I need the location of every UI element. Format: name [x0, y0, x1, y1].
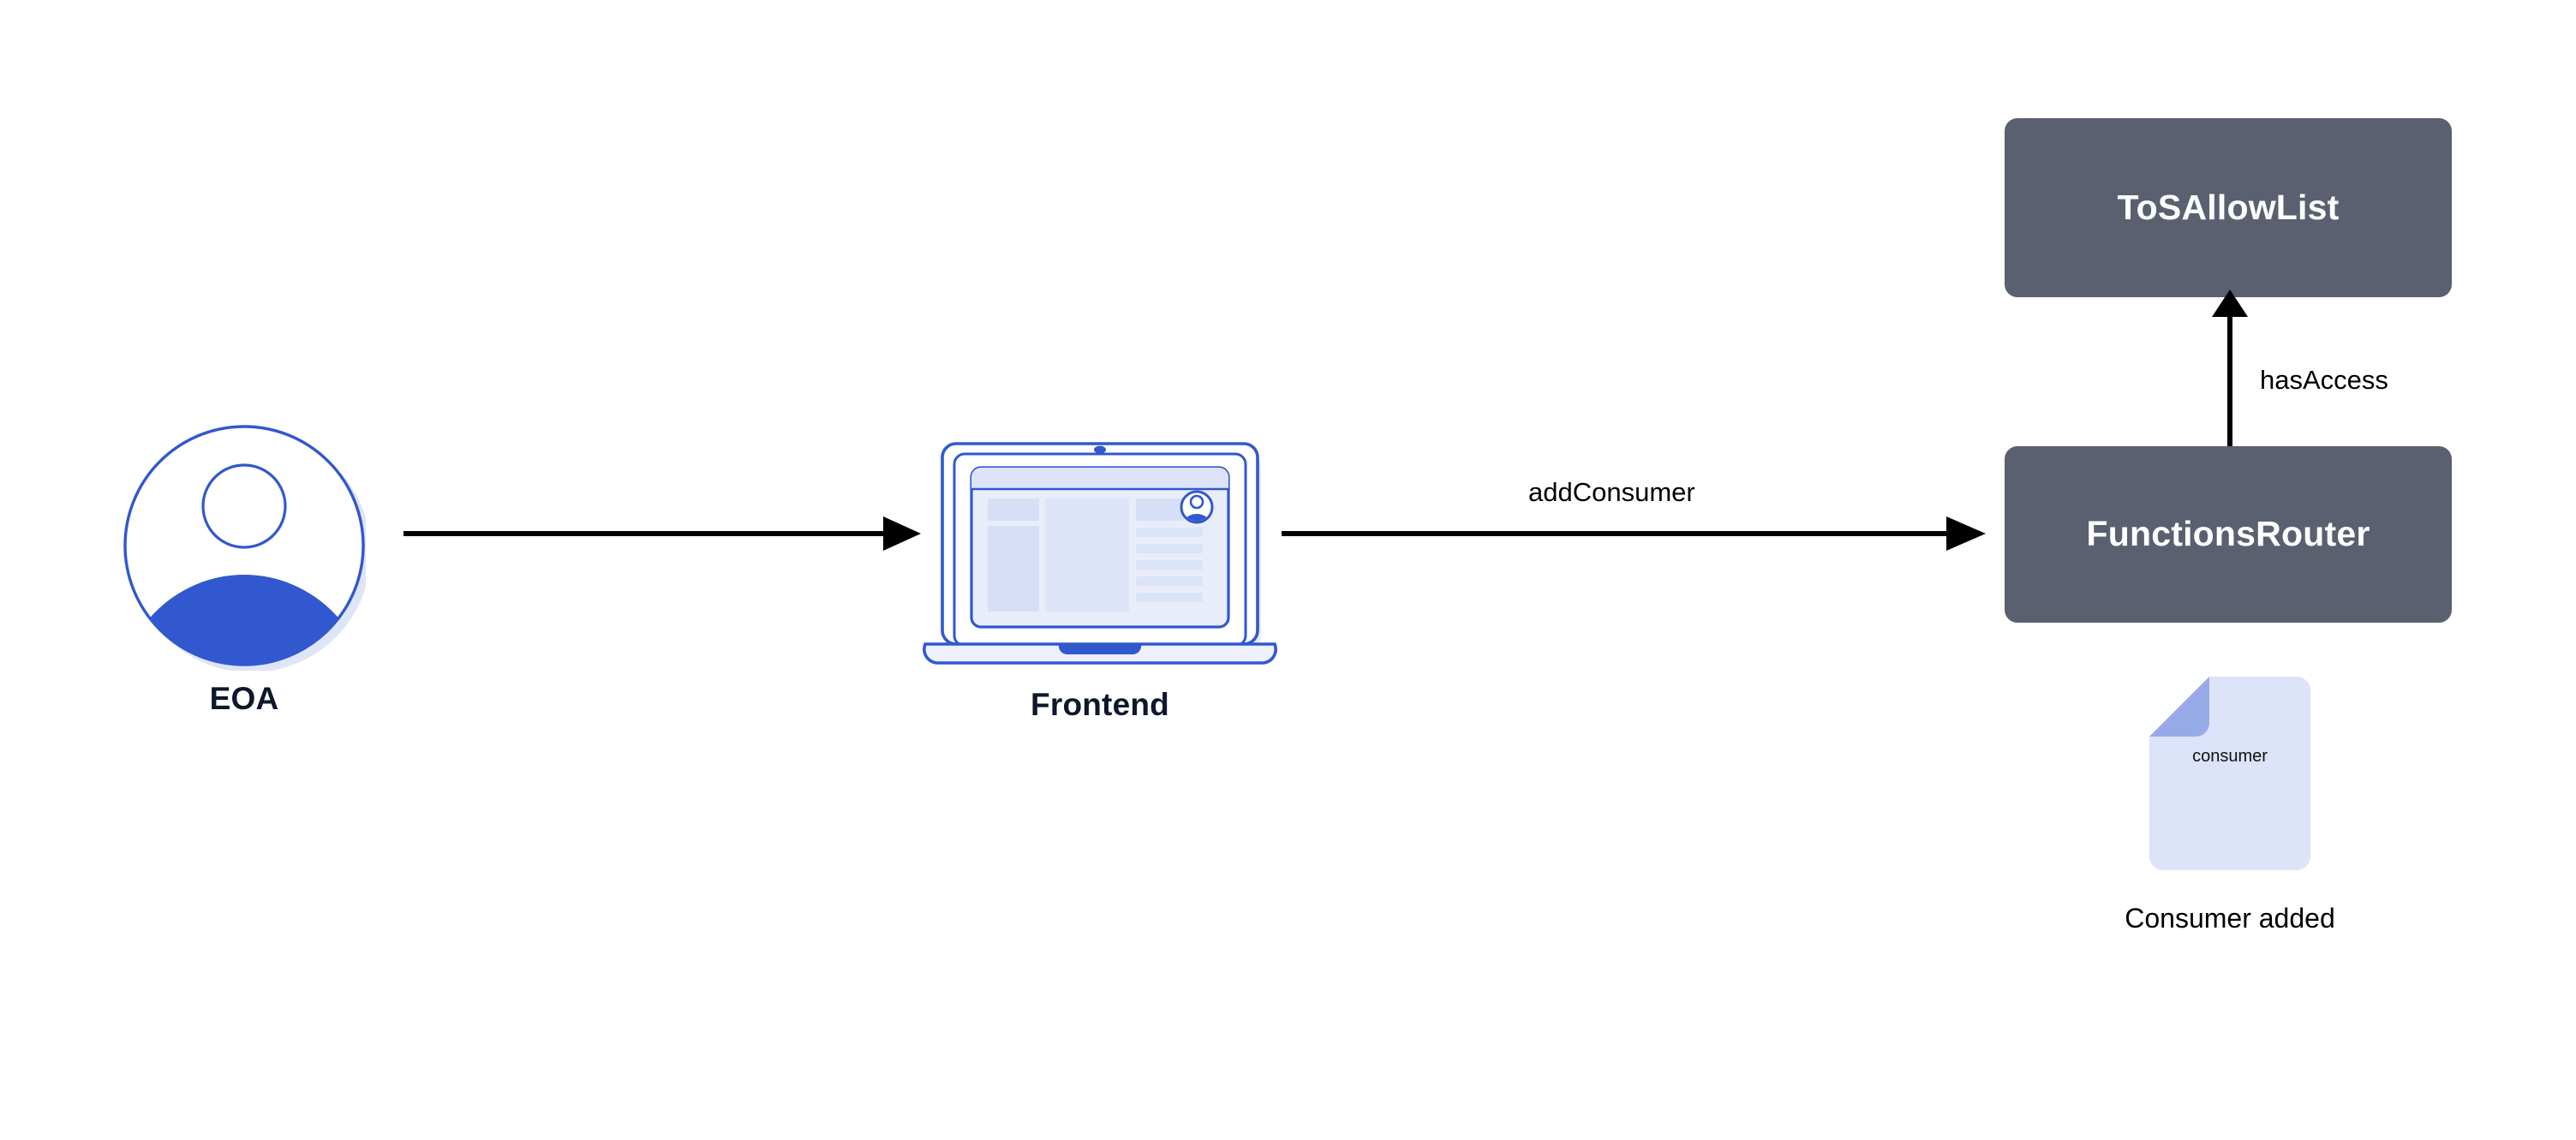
- arrow-frontend-to-router: [1282, 516, 1986, 551]
- node-eoa-label: EOA: [209, 681, 279, 716]
- arrow-router-to-allowlist: [2212, 289, 2248, 449]
- node-functions-router[interactable]: FunctionsRouter: [2005, 446, 2452, 623]
- node-frontend-label: Frontend: [1031, 687, 1169, 722]
- node-tos-allowlist[interactable]: ToSAllowList: [2005, 118, 2452, 297]
- laptop-icon: [923, 442, 1277, 665]
- node-consumer-document-filename: consumer: [2192, 747, 2268, 766]
- consumer-added-caption: Consumer added: [2125, 903, 2335, 934]
- node-functions-router-label: FunctionsRouter: [2086, 514, 2370, 554]
- node-consumer-document[interactable]: consumer: [2149, 675, 2310, 872]
- node-tos-allowlist-label: ToSAllowList: [2117, 187, 2340, 227]
- screen-avatar-icon: [1180, 490, 1214, 524]
- edge-label-add-consumer: addConsumer: [1528, 477, 1695, 507]
- node-eoa[interactable]: EOA: [123, 422, 366, 782]
- edge-label-has-access: hasAccess: [2260, 365, 2388, 395]
- node-frontend[interactable]: Frontend: [915, 428, 1285, 788]
- document-file-icon: [2149, 677, 2310, 870]
- user-avatar-icon: [123, 425, 366, 671]
- arrow-eoa-to-frontend: [403, 516, 921, 551]
